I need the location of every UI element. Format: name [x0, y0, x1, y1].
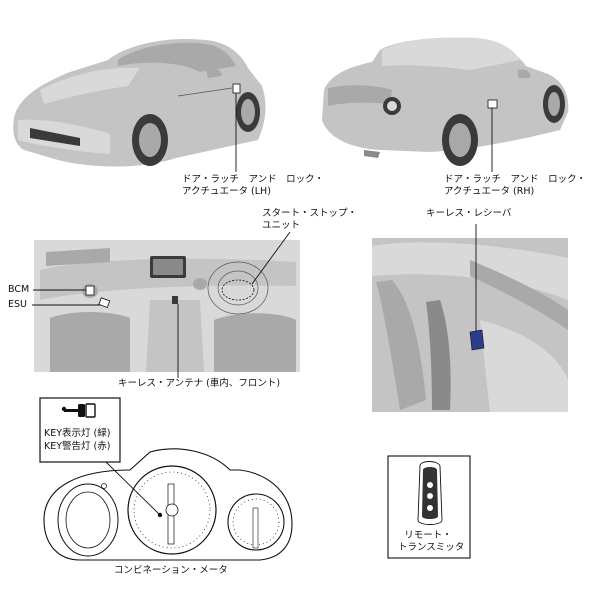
label-door-actuator-rh: ドア・ラッチ アンド ロック・ アクチュエータ (RH) — [444, 174, 586, 198]
label-esu: ESU — [8, 299, 27, 310]
label-key-warning-red: KEY警告灯 (赤) — [44, 441, 111, 452]
key-indicator-box — [39, 397, 121, 463]
label-start-stop-unit-line2: ユニット — [262, 220, 301, 231]
label-keyless-receiver: キーレス・レシーバ — [426, 208, 512, 219]
label-door-actuator-rh-line1: ドア・ラッチ アンド ロック・ — [444, 174, 586, 185]
label-combination-meter: コンビネーション・メータ — [114, 565, 228, 576]
label-start-stop-unit-line1: スタート・ストップ・ — [262, 208, 358, 219]
car-front-illustration — [13, 38, 266, 172]
label-door-actuator-lh: ドア・ラッチ アンド ロック・ アクチュエータ (LH) — [182, 174, 324, 198]
car-rear-illustration — [322, 37, 569, 172]
label-remote-transmitter: リモート・ トランスミッタ — [398, 530, 465, 554]
label-door-actuator-lh-line1: ドア・ラッチ アンド ロック・ — [182, 174, 324, 185]
label-door-actuator-rh-line2: アクチュエータ (RH) — [444, 186, 535, 197]
remote-transmitter-icon — [417, 461, 443, 525]
label-start-stop-unit: スタート・ストップ・ ユニット — [262, 208, 357, 232]
remote-transmitter-box — [387, 455, 471, 559]
dashboard-illustration — [32, 231, 300, 378]
label-remote-transmitter-line2: トランスミッタ — [398, 542, 465, 553]
label-bcm: BCM — [8, 284, 30, 295]
label-door-actuator-lh-line2: アクチュエータ (LH) — [182, 186, 271, 197]
label-key-indicator-green: KEY表示灯 (緑) — [44, 428, 111, 439]
key-indicator-icon — [61, 403, 96, 418]
combination-meter-illustration — [43, 448, 293, 561]
label-keyless-antenna: キーレス・アンテナ (車内、フロント) — [118, 378, 281, 389]
label-remote-transmitter-line1: リモート・ — [404, 530, 452, 541]
receiver-illustration — [372, 224, 568, 412]
